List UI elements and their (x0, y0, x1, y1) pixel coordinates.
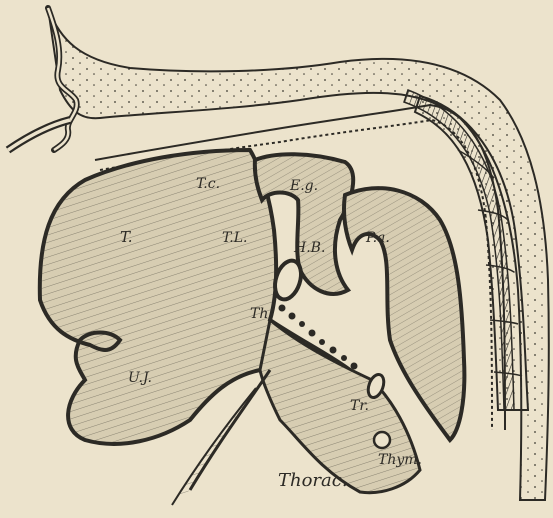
label-pa: P.a. (365, 230, 390, 246)
label-tr: Tr. (350, 398, 369, 414)
label-eg: E.g. (289, 178, 318, 194)
label-t: T. (120, 228, 133, 246)
label-tl: T.L. (222, 230, 247, 246)
label-hb: H.B. (293, 240, 325, 256)
label-thym: Thym. (378, 452, 422, 468)
label-th: Th. (250, 306, 273, 322)
label-ui: U.J. (128, 370, 152, 386)
thymus (374, 432, 390, 448)
label-tc: T.c. (196, 176, 220, 192)
label-thorac: Thorac. (278, 470, 348, 491)
